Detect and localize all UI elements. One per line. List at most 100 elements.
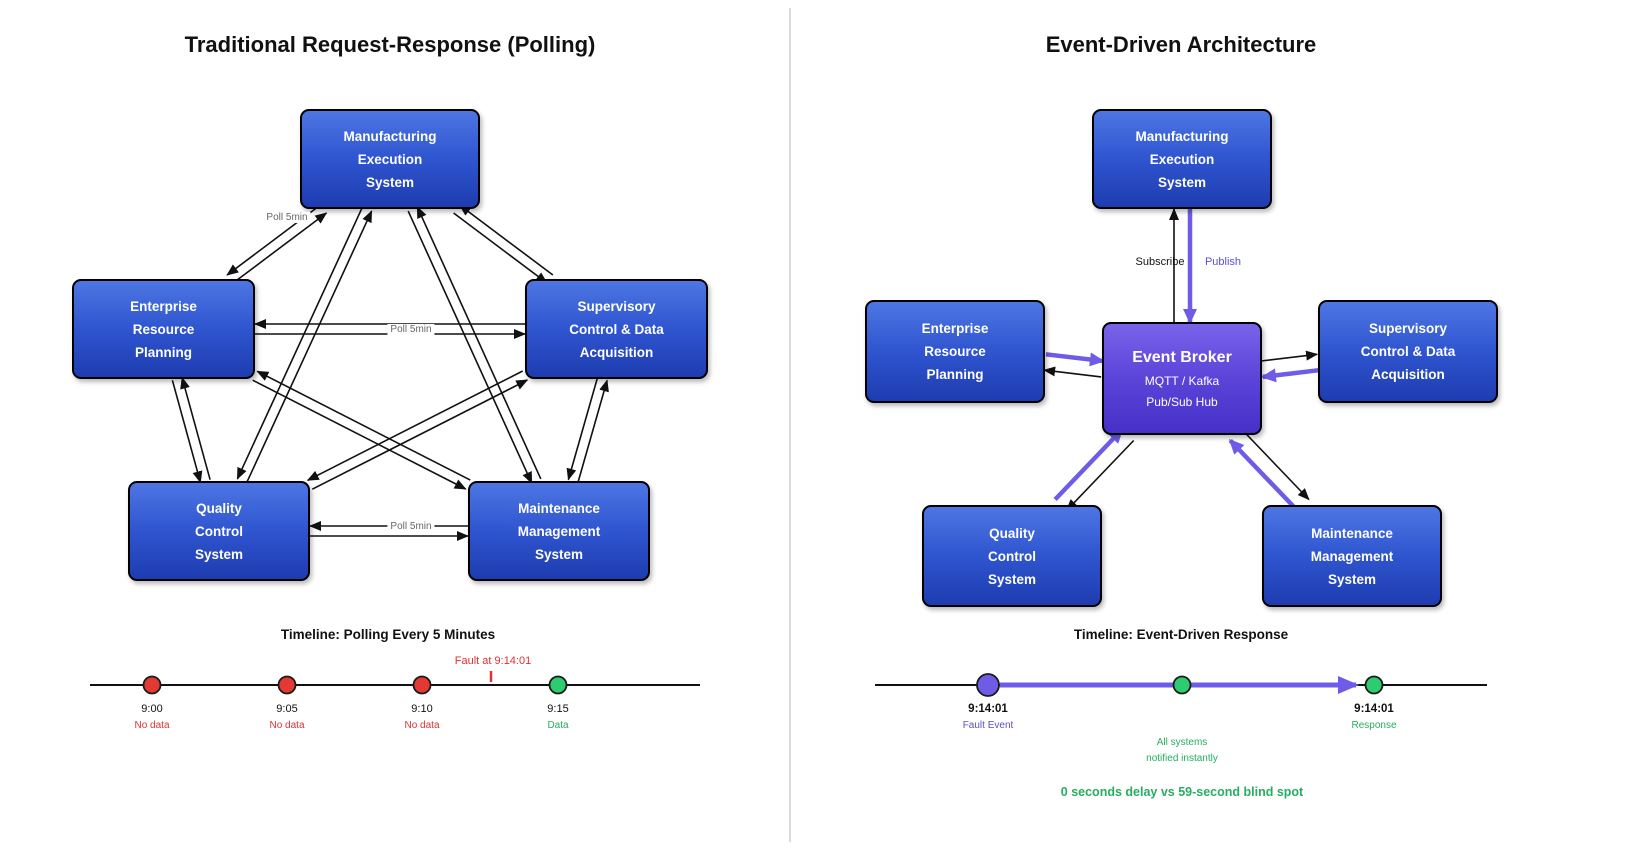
arrows-layer — [171, 204, 1320, 541]
node-line: Planning — [926, 367, 984, 382]
node-line: Manufacturing — [343, 128, 437, 144]
publish-arrow-erp — [1045, 352, 1105, 367]
node-manufacturing-execution-system-left: Manufacturing Execution System — [300, 109, 480, 209]
left-panel-title: Traditional Request-Response (Polling) — [184, 32, 596, 57]
node-line: Acquisition — [579, 344, 654, 360]
poll-arrow-mes-scada — [453, 212, 548, 284]
poll-arrow-qcs-erp — [180, 376, 211, 480]
poll-interval-label: Poll 5min — [387, 324, 435, 335]
node-line: Planning — [135, 344, 192, 360]
poll-arrow-erp-qcs — [171, 380, 203, 484]
fault-annotation: Fault at 9:14:01 — [454, 655, 532, 667]
subscribe-arrow-qcs — [1065, 439, 1135, 512]
node-line: System — [987, 571, 1037, 587]
node-line: Management — [517, 523, 601, 539]
node-line: Maintenance — [518, 500, 600, 516]
node-line: Enterprise — [130, 298, 197, 314]
node-line: System — [365, 174, 415, 190]
right-timeline — [875, 673, 1487, 697]
node-scada-left: Supervisory Control & Data Acquisition — [525, 279, 708, 379]
subscribe-arrow-erp — [1043, 366, 1102, 378]
subscribe-arrow-scada — [1261, 350, 1319, 362]
node-line: Execution — [1149, 151, 1215, 167]
right-panel-title: Event-Driven Architecture — [1045, 32, 1317, 57]
poll-arrow-qcs-mes — [245, 210, 373, 484]
poll-arrow-mms-erp — [256, 370, 471, 481]
timeline-time-label: 9:10 — [411, 703, 433, 715]
poll-arrow-mms-scada — [577, 379, 609, 483]
node-line: Maintenance — [1311, 525, 1393, 541]
poll-interval-label: Poll 5min — [387, 521, 435, 532]
node-enterprise-resource-planning-right: Enterprise Resource Planning — [865, 300, 1045, 403]
timeline-time-label: 9:14:01 — [968, 703, 1008, 715]
node-enterprise-resource-planning-left: Enterprise Resource Planning — [72, 279, 255, 379]
event-broker-node: Event Broker MQTT / Kafka Pub/Sub Hub — [1102, 322, 1262, 435]
node-line: Supervisory — [577, 298, 656, 314]
node-maintenance-management-system-left: Maintenance Management System — [468, 481, 650, 581]
poll-arrow-qcs-scada — [311, 379, 529, 490]
node-manufacturing-execution-system-right: Manufacturing Execution System — [1092, 109, 1272, 209]
node-quality-control-system-right: Quality Control System — [922, 505, 1102, 607]
right-timeline-title: Timeline: Event-Driven Response — [1073, 627, 1289, 642]
poll-arrow-mes-qcs — [236, 206, 364, 480]
notify-note-line: notified instantly — [1146, 753, 1218, 764]
poll-arrow-scada-mes — [458, 204, 554, 276]
timeline-time-label: 9:05 — [276, 703, 298, 715]
poll-arrow-erp-mes — [232, 212, 328, 284]
subscribe-label: Subscribe — [1135, 256, 1185, 268]
node-line: Manufacturing — [1135, 128, 1229, 144]
poll-arrow-erp-mms — [252, 379, 467, 490]
publish-label: Publish — [1204, 256, 1242, 268]
node-quality-control-system-left: Quality Control System — [128, 481, 310, 581]
poll-arrow-scada-qcs — [306, 370, 524, 482]
node-line: Execution — [357, 151, 423, 167]
publish-arrow-qcs — [1053, 427, 1124, 502]
node-line: Supervisory — [1368, 321, 1448, 336]
poll-interval-label: Poll 5min — [263, 212, 311, 223]
timeline-status-label: No data — [134, 720, 170, 731]
node-line: System — [194, 546, 244, 562]
node-scada-right: Supervisory Control & Data Acquisition — [1318, 300, 1498, 403]
timeline-status-label: No data — [269, 720, 305, 731]
node-line: Control — [195, 523, 243, 539]
left-timeline — [90, 671, 700, 695]
timeline-time-label: 9:14:01 — [1354, 703, 1394, 715]
timeline-time-label: 9:15 — [547, 703, 569, 715]
timeline-time-label: 9:00 — [141, 703, 163, 715]
node-line: Control & Data — [569, 321, 664, 337]
poll-arrow-mms-mes — [416, 205, 542, 480]
node-line: System — [1157, 174, 1207, 190]
node-line: Quality — [989, 525, 1035, 541]
timeline-dot-905 — [277, 675, 297, 695]
timeline-dot-915 — [548, 675, 568, 695]
publish-arrow-scada — [1260, 367, 1320, 383]
node-line: Control — [988, 548, 1036, 564]
timeline-dot-response — [1364, 675, 1384, 695]
timeline-dot-900 — [142, 675, 162, 695]
response-label: Response — [1351, 720, 1397, 731]
subscribe-arrow-mms — [1241, 428, 1310, 501]
node-line: Control & Data — [1360, 344, 1456, 359]
node-line: System — [1327, 571, 1377, 587]
notify-note-line: All systems — [1156, 737, 1208, 748]
node-line: Enterprise — [921, 321, 989, 336]
node-line: Resource — [924, 344, 986, 359]
node-line: Management — [1310, 548, 1394, 564]
event-broker-subtitle: Pub/Sub Hub — [1146, 394, 1218, 409]
timeline-dot-notify — [1172, 675, 1192, 695]
node-line: Resource — [132, 321, 195, 337]
poll-arrow-scada-mms — [566, 377, 599, 481]
timeline-status-label: No data — [404, 720, 440, 731]
node-line: System — [534, 546, 584, 562]
timeline-summary: 0 seconds delay vs 59-second blind spot — [1060, 785, 1304, 799]
timeline-dot-910 — [412, 675, 432, 695]
left-timeline-title: Timeline: Polling Every 5 Minutes — [280, 627, 496, 642]
poll-arrow-mes-mms — [407, 210, 533, 485]
node-line: Acquisition — [1371, 367, 1445, 382]
timeline-dot-fault-event — [976, 673, 1000, 697]
node-maintenance-management-system-right: Maintenance Management System — [1262, 505, 1442, 607]
node-line: Quality — [196, 500, 242, 516]
publish-arrow-mms — [1228, 438, 1300, 513]
